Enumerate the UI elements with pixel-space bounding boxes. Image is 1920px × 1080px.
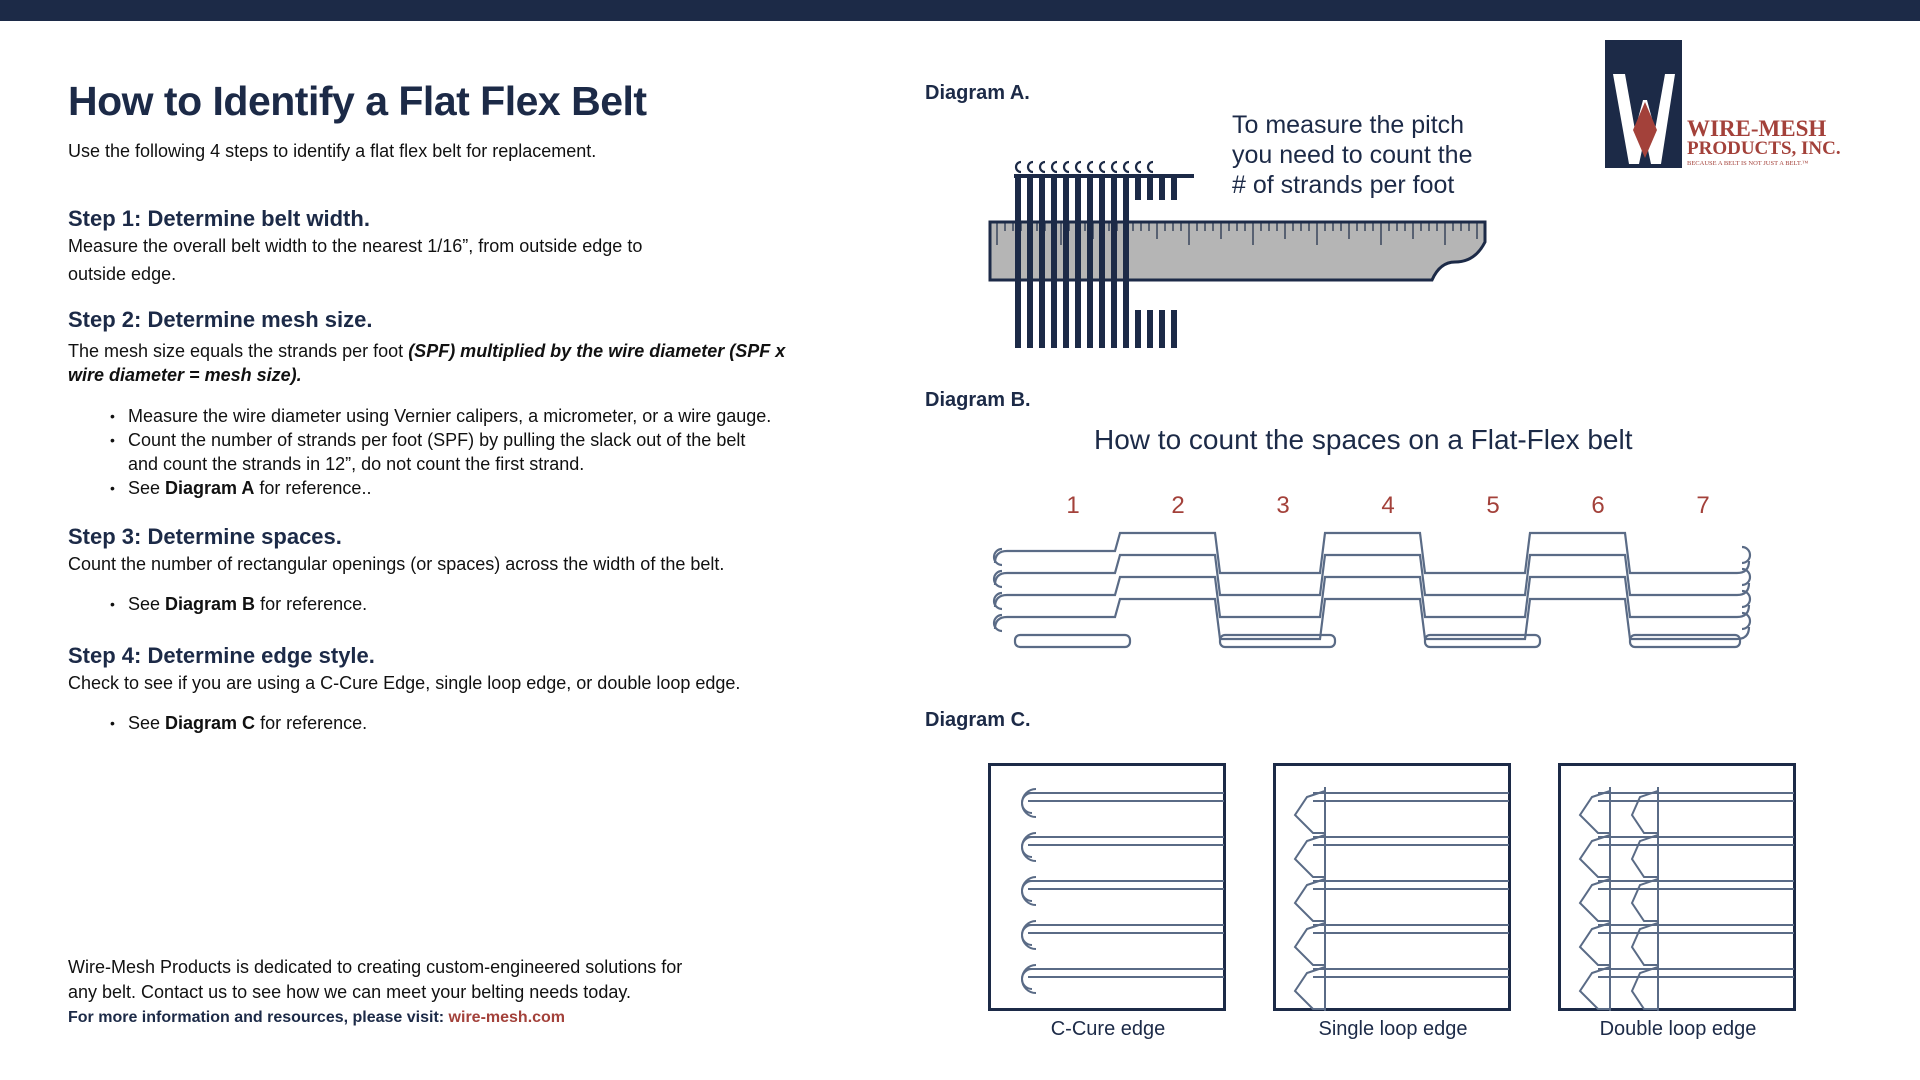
diagram-b-title: How to count the spaces on a Flat-Flex b… [1094, 424, 1633, 455]
step-3: Step 3: Determine spaces. Count the numb… [68, 524, 828, 616]
c-cure-edge-caption: C-Cure edge [1050, 1018, 1166, 1040]
diagram-a-illustration [988, 160, 1487, 348]
intro-text: Use the following 4 steps to identify a … [68, 141, 597, 161]
space-number: 5 [1486, 492, 1499, 519]
list-item: Count the number of strands per foot (SP… [68, 428, 828, 476]
step-3-text: Count the number of rectangular openings… [68, 554, 725, 574]
list-item-text: See [128, 478, 166, 498]
list-item-text: for reference.. [254, 478, 372, 498]
instructions-column: How to Identify a Flat Flex Belt Use the… [68, 78, 828, 735]
step-3-title: Step 3: Determine spaces. [68, 524, 342, 549]
logo-mark-icon [1605, 40, 1682, 168]
diagram-b-label: Diagram B. [925, 389, 1031, 411]
diagram-a-label: Diagram A. [925, 82, 1030, 104]
diagram-a-note-line-3: # of strands per foot [1232, 171, 1455, 199]
diagram-c-reference: Diagram C [165, 713, 256, 733]
double-loop-edge-caption: Double loop edge [1599, 1018, 1757, 1040]
step-1-line-1: Measure the overall belt width to the ne… [68, 236, 643, 256]
step-1-text: Measure the overall belt width to the ne… [68, 232, 828, 288]
list-item: See Diagram B for reference. [68, 592, 828, 616]
diagram-a-note-line-2: you need to count the [1232, 141, 1473, 169]
list-item: Measure the wire diameter using Vernier … [68, 404, 828, 428]
list-item-text: Count the number of strands per foot (SP… [128, 430, 746, 450]
diagram-a-note-line-1: To measure the pitch [1232, 111, 1465, 139]
diagram-b-reference: Diagram B [165, 594, 256, 614]
step-2-title: Step 2: Determine mesh size. [68, 307, 373, 332]
diagram-a-reference: Diagram A [165, 478, 255, 498]
step-2: Step 2: Determine mesh size. The mesh si… [68, 307, 828, 500]
double-loop-edge-illustration [1558, 763, 1796, 1011]
diagram-b-illustration: 1 2 3 4 5 6 7 [992, 492, 1752, 649]
list-item: See Diagram A for reference.. [68, 476, 828, 500]
footer-line-1: Wire-Mesh Products is dedicated to creat… [68, 957, 683, 977]
step-4-text: Check to see if you are using a C-Cure E… [68, 673, 741, 693]
footer: Wire-Mesh Products is dedicated to creat… [68, 955, 828, 1027]
space-number: 2 [1171, 492, 1184, 519]
space-number: 7 [1696, 492, 1709, 519]
step-2-text-a: The mesh size equals the strands per foo… [68, 341, 409, 361]
c-cure-edge-illustration [988, 763, 1226, 1011]
footer-line-2: any belt. Contact us to see how we can m… [68, 982, 632, 1002]
footer-text: Wire-Mesh Products is dedicated to creat… [68, 955, 828, 1005]
list-item-text: Measure the wire diameter using Vernier … [128, 406, 772, 426]
list-item-text: See [128, 594, 166, 614]
step-4: Step 4: Determine edge style. Check to s… [68, 643, 828, 735]
diagram-c-label: Diagram C. [925, 709, 1031, 731]
step-4-list: See Diagram C for reference. [68, 711, 828, 735]
single-loop-edge-illustration [1273, 763, 1511, 1011]
space-number: 3 [1276, 492, 1289, 519]
step-2-list: Measure the wire diameter using Vernier … [68, 404, 828, 500]
list-item-text: and count the strands in 12”, do not cou… [128, 454, 585, 474]
logo-name-line-1: WIRE-MESH [1687, 116, 1827, 141]
space-number: 6 [1591, 492, 1604, 519]
footer-more-info: For more information and resources, plea… [68, 1009, 828, 1027]
step-3-list: See Diagram B for reference. [68, 592, 828, 616]
footer-more-label: For more information and resources, plea… [68, 1009, 449, 1026]
step-2-text-c: wire diameter = mesh size). [68, 365, 302, 385]
list-item-text: for reference. [255, 713, 368, 733]
step-1: Step 1: Determine belt width. Measure th… [68, 206, 828, 288]
step-1-line-2: outside edge. [68, 264, 177, 284]
step-2-text: The mesh size equals the strands per foo… [68, 339, 828, 387]
list-item: See Diagram C for reference. [68, 711, 828, 735]
logo-name-line-2: PRODUCTS, INC. [1687, 138, 1841, 159]
list-item-text: See [128, 713, 166, 733]
website-link[interactable]: wire-mesh.com [448, 1009, 566, 1026]
single-loop-edge-caption: Single loop edge [1318, 1018, 1468, 1040]
space-number: 1 [1066, 492, 1079, 519]
page-title: How to Identify a Flat Flex Belt [68, 78, 647, 124]
top-bar [0, 0, 1920, 21]
diagram-a-note: To measure the pitch you need to count t… [1232, 110, 1472, 200]
step-4-title: Step 4: Determine edge style. [68, 643, 375, 668]
list-item-text: for reference. [255, 594, 368, 614]
logo-tagline: BECAUSE A BELT IS NOT JUST A BELT.™ [1687, 160, 1809, 167]
step-2-text-b: (SPF) multiplied by the wire diameter (S… [408, 341, 786, 361]
company-logo: WIRE-MESH PRODUCTS, INC. BECAUSE A BELT … [1605, 40, 1865, 170]
space-number: 4 [1381, 492, 1394, 519]
step-1-title: Step 1: Determine belt width. [68, 206, 370, 231]
